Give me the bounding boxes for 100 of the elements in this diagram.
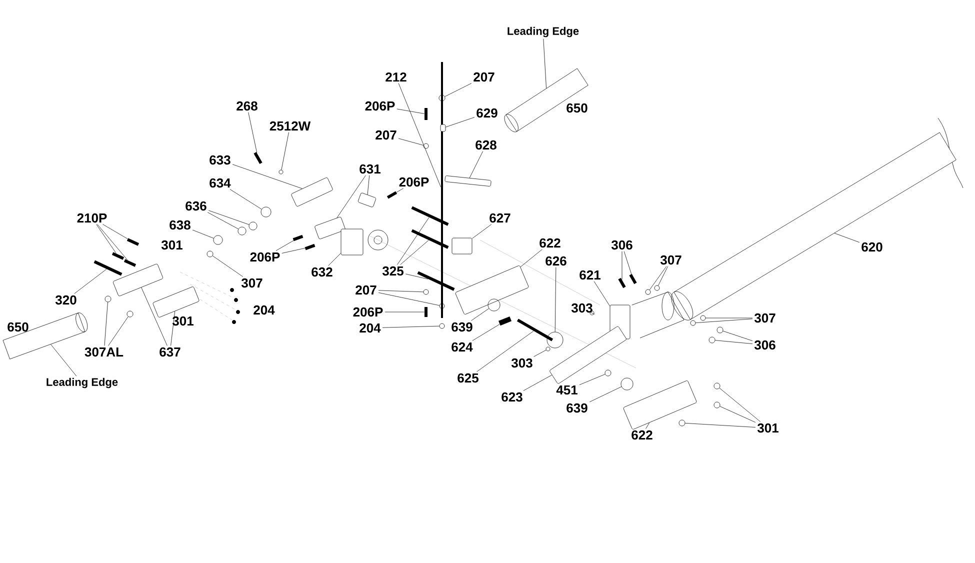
callout-number: 307 [660, 255, 682, 265]
leader-line [192, 230, 214, 238]
bolt [417, 271, 455, 291]
washer [438, 94, 446, 102]
callout-number: 301 [757, 423, 778, 433]
washer [423, 143, 429, 149]
leader-line [405, 274, 428, 280]
plate [113, 264, 163, 296]
callout-number: 307AL [84, 347, 124, 357]
leader-line [382, 326, 440, 328]
plate [340, 228, 364, 256]
callout-number: 637 [160, 347, 180, 357]
bolt [516, 318, 554, 342]
callout-number: 451 [556, 385, 578, 395]
leader-line [476, 330, 534, 372]
leader-line [696, 318, 753, 324]
leader-line [396, 108, 424, 114]
callout-number: 210P [77, 213, 107, 223]
callout-number: 207 [376, 130, 396, 140]
leader-line [722, 330, 753, 342]
leader-line [523, 374, 552, 391]
plate [291, 178, 333, 206]
washer [620, 378, 634, 390]
washer [690, 320, 696, 326]
callout-number: 650 [566, 103, 588, 113]
washer [439, 303, 445, 309]
callout-number: 632 [312, 267, 332, 277]
washer [126, 310, 134, 318]
leader-line [96, 224, 116, 254]
plate [152, 286, 200, 318]
washer [714, 382, 720, 390]
callout-number: 650 [8, 322, 28, 332]
callout-number: 307 [241, 278, 262, 288]
bolt [292, 234, 304, 242]
leader-line [470, 308, 490, 321]
callout-number: 633 [210, 155, 230, 165]
leader-line [281, 132, 289, 170]
callout-number: 212 [386, 72, 406, 82]
leader-line [472, 324, 500, 341]
callout-number: 325 [382, 266, 404, 276]
washer [546, 332, 564, 348]
leader-line [328, 253, 341, 266]
leader-line [594, 281, 610, 306]
leader-line [554, 267, 556, 332]
washer [654, 285, 660, 291]
callout-number: 206P [365, 101, 395, 111]
bolt [304, 244, 316, 250]
leader-line [534, 350, 546, 357]
callout-number: 639 [566, 403, 588, 413]
callout-number: 639 [452, 322, 472, 332]
part-label: Leading Edge [46, 378, 118, 388]
leader-line [646, 422, 650, 429]
leader-line [104, 302, 108, 346]
bolt [112, 252, 124, 260]
plate [452, 238, 472, 254]
bolt [424, 307, 428, 317]
callout-number: 303 [511, 358, 532, 368]
leader-line [74, 268, 107, 294]
callout-number: 301 [172, 316, 194, 326]
callout-number: 306 [754, 340, 776, 350]
callout-number: 638 [170, 220, 190, 230]
leader-line [834, 233, 860, 243]
leader-line [108, 316, 128, 346]
leader-line [469, 151, 484, 178]
leader-line [398, 138, 424, 146]
callout-number: 207 [356, 285, 376, 295]
washer [439, 323, 445, 329]
callout-number: 622 [540, 238, 560, 248]
callout-number: 204 [360, 323, 381, 333]
callout-number: 320 [55, 295, 76, 305]
callout-number: 626 [546, 256, 566, 266]
callout-number: 307 [754, 313, 776, 323]
leader-line [367, 175, 370, 195]
callout-number: 636 [186, 201, 206, 211]
callout-number: 306 [611, 240, 632, 250]
plate [444, 176, 492, 186]
leader-line [715, 340, 753, 344]
callout-number: 622 [632, 430, 652, 440]
callout-number: 2512W [270, 121, 311, 131]
leader-line [520, 249, 542, 268]
leader-line [248, 112, 258, 153]
leader-line [685, 423, 756, 428]
plate [455, 266, 529, 314]
washer [604, 370, 612, 376]
washer [678, 420, 686, 426]
leader-line [212, 256, 244, 277]
leader-line [444, 83, 472, 97]
leader-line [97, 224, 128, 260]
callout-number: 625 [458, 373, 478, 383]
bolt [629, 274, 637, 284]
plate [440, 124, 446, 132]
callout-number: 634 [210, 178, 231, 188]
plate [358, 192, 376, 208]
leader-line [397, 217, 430, 265]
leader-line [50, 344, 77, 376]
leader-line [398, 83, 441, 188]
bolt [411, 229, 449, 249]
washer [213, 235, 223, 245]
callout-number: 301 [161, 240, 182, 250]
bolt [124, 259, 136, 267]
